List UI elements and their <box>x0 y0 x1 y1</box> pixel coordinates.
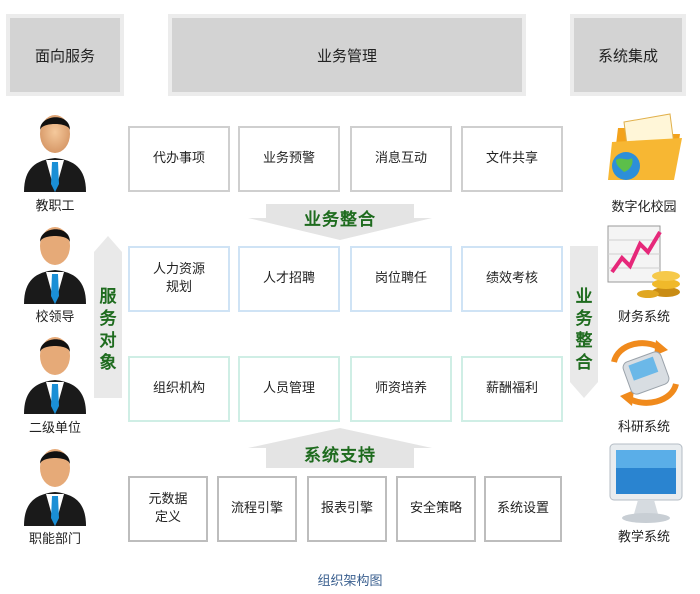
folder-globe-icon <box>608 113 682 180</box>
label-business-integration-right: 业务整合 <box>575 287 593 373</box>
arrow-down-integration <box>248 204 432 240</box>
box-personnel-management: 人员管理 <box>238 356 340 422</box>
system-label-finance: 财务系统 <box>617 310 670 325</box>
header-business-management: 业务管理 <box>168 14 526 96</box>
person-icon <box>24 227 86 304</box>
box-organization: 组织机构 <box>128 356 230 422</box>
finance-chart-icon <box>607 225 680 298</box>
box-talent-recruitment: 人才招聘 <box>238 246 340 312</box>
arrow-left-service <box>94 236 122 398</box>
person-label-functional-dept: 职能部门 <box>28 532 81 547</box>
box-business-alert: 业务预警 <box>238 126 340 192</box>
person-icon <box>24 449 86 526</box>
person-icon <box>24 337 86 414</box>
diagram-caption: 组织架构图 <box>317 574 383 589</box>
box-post-appointment: 岗位聘任 <box>350 246 452 312</box>
person-label-staff: 教职工 <box>35 199 75 214</box>
box-metadata-definition: 元数据 定义 <box>128 476 208 542</box>
box-pending-items: 代办事项 <box>128 126 230 192</box>
box-workflow-engine: 流程引擎 <box>217 476 297 542</box>
box-salary-benefits: 薪酬福利 <box>461 356 563 422</box>
person-label-leader: 校领导 <box>35 310 75 325</box>
header-system-integration: 系统集成 <box>570 14 686 96</box>
header-service: 面向服务 <box>6 14 124 96</box>
box-report-engine: 报表引擎 <box>307 476 387 542</box>
system-label-teaching: 教学系统 <box>617 530 670 545</box>
label-service-object: 服务对象 <box>99 287 117 373</box>
system-label-research: 科研系统 <box>617 420 670 435</box>
label-business-integration: 业务整合 <box>304 209 376 230</box>
box-message-interaction: 消息互动 <box>350 126 452 192</box>
arrow-right-integration <box>570 246 598 398</box>
person-label-secondary-unit: 二级单位 <box>28 421 81 436</box>
box-file-sharing: 文件共享 <box>461 126 563 192</box>
box-faculty-training: 师资培养 <box>350 356 452 422</box>
person-icon <box>24 115 86 192</box>
box-security-policy: 安全策略 <box>396 476 476 542</box>
mobile-sync-icon <box>611 340 679 406</box>
box-hr-planning: 人力资源 规划 <box>128 246 230 312</box>
arrow-up-support <box>248 428 432 468</box>
monitor-icon <box>609 443 683 523</box>
system-label-digital-campus: 数字化校园 <box>611 200 677 215</box>
box-system-settings: 系统设置 <box>484 476 562 542</box>
label-system-support: 系统支持 <box>304 445 376 466</box>
box-performance-assessment: 绩效考核 <box>461 246 563 312</box>
